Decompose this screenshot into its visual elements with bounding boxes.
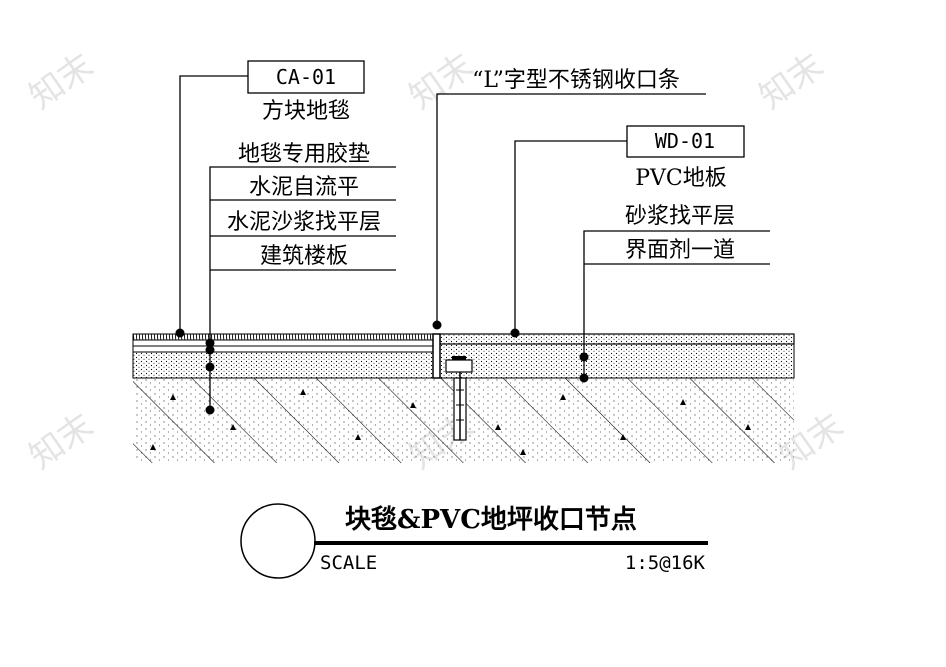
carpet-pad — [132, 339, 434, 347]
bonding-agent-label: 界面剂一道 — [625, 238, 735, 263]
carpet-name-label: 方块地毯 — [262, 99, 350, 124]
pvc-name-label: PVC地板 — [635, 166, 727, 191]
floor-section — [132, 333, 795, 463]
self-leveling-left — [132, 345, 434, 353]
watermark-text: 知末 — [752, 46, 831, 118]
self-leveling-label: 水泥自流平 — [249, 175, 359, 200]
wd-01-tag-box — [626, 125, 745, 158]
mortar-screed-left — [132, 351, 434, 379]
mortar-screed-label: 水泥沙浆找平层 — [227, 210, 381, 235]
l-trim-label: “L”字型不锈钢收口条 — [472, 68, 680, 93]
pvc-screed-label: 砂浆找平层 — [625, 204, 735, 229]
mortar-screed-right — [439, 343, 795, 379]
leader-dots — [175, 320, 589, 415]
pvc-floor — [439, 333, 795, 345]
scale-label: SCALE — [320, 552, 377, 574]
structural-slab-label: 建筑楼板 — [260, 244, 348, 269]
title-block: 块毯&PVC地坪收口节点 SCALE 1:5@16K — [240, 503, 708, 579]
l-trim — [432, 333, 441, 379]
leader-lines — [179, 75, 770, 410]
aggregate-marks — [150, 389, 751, 455]
watermark-text: 知末 — [22, 46, 101, 118]
wd-01-tag: WD-01 — [655, 129, 715, 153]
watermark-text: 知末 — [22, 406, 101, 478]
scale-value: 1:5@16K — [625, 552, 706, 574]
watermark-text: 知末 — [402, 46, 481, 118]
ca-01-tag: CA-01 — [276, 65, 336, 89]
carpet-pad-label: 地毯专用胶垫 — [238, 142, 370, 167]
detail-bubble — [240, 503, 316, 579]
anchor-bolt — [445, 356, 473, 441]
ca-01-tag-box — [247, 60, 365, 94]
detail-title: 块毯&PVC地坪收口节点 — [345, 504, 637, 535]
